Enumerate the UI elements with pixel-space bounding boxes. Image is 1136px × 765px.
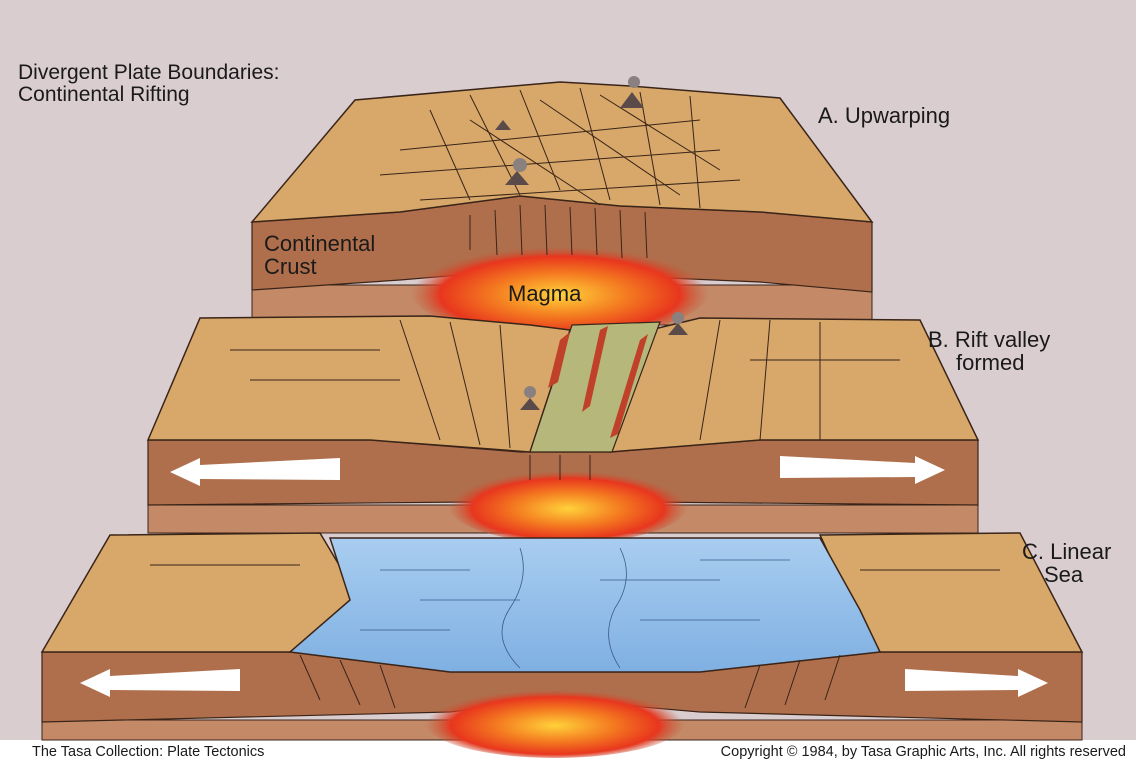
stage-c-line-1: C. Linear bbox=[1022, 540, 1111, 563]
block-b-magma bbox=[448, 467, 688, 543]
title-line-2: Continental Rifting bbox=[18, 84, 280, 106]
title-line-1: Divergent Plate Boundaries: bbox=[18, 62, 280, 84]
stage-c-label: C. Linear Sea bbox=[1022, 540, 1111, 586]
crust-line-2: Crust bbox=[264, 255, 375, 278]
footer-copyright: Copyright © 1984, by Tasa Graphic Arts, … bbox=[721, 744, 1126, 760]
block-c-magma bbox=[425, 686, 685, 758]
stage-c-line-2: Sea bbox=[1022, 563, 1111, 586]
stage-b-line-2: formed bbox=[928, 351, 1050, 374]
crust-line-1: Continental bbox=[264, 232, 375, 255]
diagram-title: Divergent Plate Boundaries: Continental … bbox=[18, 62, 280, 106]
block-b-right-surface bbox=[610, 318, 978, 452]
block-b-left-surface bbox=[148, 316, 570, 452]
footer-collection: The Tasa Collection: Plate Tectonics bbox=[32, 744, 264, 760]
stage-b-label: B. Rift valley formed bbox=[928, 328, 1050, 374]
block-b-rift-valley bbox=[148, 312, 978, 543]
block-c-linear-sea bbox=[42, 533, 1082, 758]
stage-a-label: A. Upwarping bbox=[818, 104, 950, 127]
block-c-sea bbox=[290, 538, 880, 672]
stage-b-line-1: B. Rift valley bbox=[928, 328, 1050, 351]
magma-label: Magma bbox=[508, 282, 581, 305]
crust-label: Continental Crust bbox=[264, 232, 375, 278]
